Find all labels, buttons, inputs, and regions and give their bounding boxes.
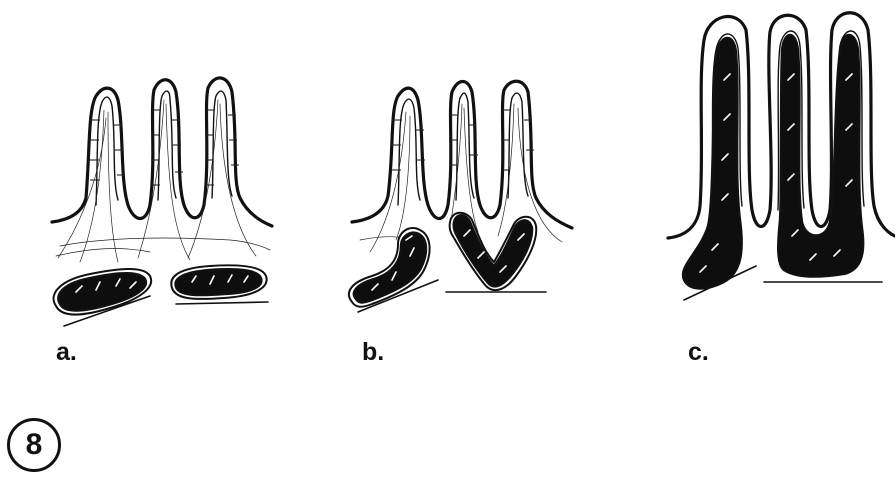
figure-number-badge: 8 [7, 418, 61, 472]
panel-label-c: c. [688, 340, 709, 365]
panel-c-blob-left [683, 38, 756, 300]
panel-b-blob-v [446, 213, 546, 292]
panel-c-illustration [668, 13, 895, 300]
panel-label-a: a. [56, 340, 77, 365]
figure-number: 8 [26, 428, 43, 462]
panel-c-blob-right [764, 35, 882, 282]
panel-b-villi-outline [352, 81, 572, 228]
panel-b-blob-left [349, 228, 438, 312]
panel-a-illustration [52, 78, 272, 326]
panel-label-b: b. [362, 340, 384, 365]
panel-a-villi-outline [52, 78, 272, 226]
panel-b-illustration [349, 81, 572, 312]
panel-a-blob-right [171, 265, 268, 304]
panel-a-blob-left [54, 269, 152, 326]
